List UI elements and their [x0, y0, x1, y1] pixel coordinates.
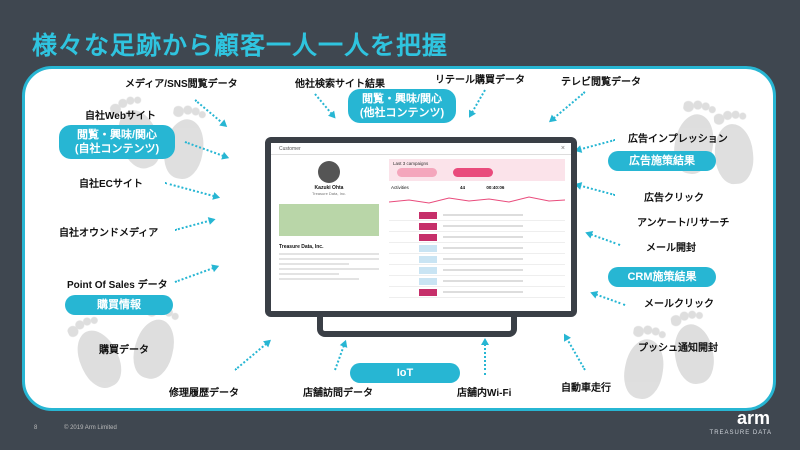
footprint-panel: メディア/SNS閲覧データ 他社検索サイト結果 リテール購買データ テレビ閲覧デ… [22, 66, 776, 411]
activity-row[interactable] [389, 232, 565, 243]
stat-value: 44 [460, 185, 466, 190]
profile-panel: Kazuki Ohta Treasure Data, Inc. Treasure… [279, 159, 379, 309]
arrow-icon [234, 340, 271, 371]
arrow-icon [174, 265, 218, 283]
label-push-open: プッシュ通知開封 [638, 343, 718, 354]
footprint-icon [670, 321, 718, 387]
label-mail-open: メール開封 [646, 243, 696, 254]
arrow-icon [549, 91, 586, 122]
arrow-icon [164, 182, 219, 199]
campaign-label: Last 3 campaigns [393, 161, 429, 166]
pill-other-content: 閲覧・興味/関心 (他社コンテンツ) [348, 89, 456, 123]
label-own-web: 自社Webサイト [85, 111, 156, 122]
arrow-icon [484, 340, 486, 375]
copyright: © 2019 Arm Limited [64, 425, 117, 431]
pill-iot: IoT [350, 363, 460, 383]
campaign-strip: Last 3 campaigns [389, 159, 565, 181]
activity-row[interactable] [389, 254, 565, 265]
label-media-sns: メディア/SNS閲覧データ [125, 79, 238, 90]
activity-row[interactable] [389, 210, 565, 221]
slide-title: 様々な足跡から顧客一人一人を把握 [32, 32, 449, 60]
arrow-icon [174, 218, 214, 231]
pill-purchase-info: 購買情報 [65, 295, 173, 315]
screen-titlebar: Customer × [271, 143, 571, 155]
label-store-visit: 店舗訪問データ [303, 388, 373, 399]
page-number: 8 [34, 425, 38, 431]
brand-logo: arm [736, 408, 770, 428]
arrow-icon [576, 183, 616, 196]
label-other-search: 他社検索サイト結果 [295, 79, 385, 90]
label-own-ec: 自社ECサイト [79, 179, 143, 190]
label-store-wifi: 店舗内Wi-Fi [457, 388, 512, 399]
screen-title: Customer [279, 146, 301, 152]
activity-row[interactable] [389, 243, 565, 254]
arrow-icon [314, 93, 336, 118]
label-car: 自動車走行 [561, 383, 611, 394]
avatar [318, 161, 340, 183]
map-thumbnail[interactable] [279, 204, 379, 236]
activities-label: Activities 44 00:40:06 [391, 185, 505, 190]
activity-row[interactable] [389, 221, 565, 232]
arrow-icon [564, 334, 586, 371]
arrow-icon [334, 341, 347, 371]
customer-screen: Customer × Kazuki Ohta Treasure Data, In… [271, 143, 571, 311]
pill-own-content: 閲覧・興味/関心 (自社コンテンツ) [59, 125, 175, 159]
brand-logo-sub: TREASURE DATA [709, 430, 772, 436]
label-retail: リテール購買データ [435, 75, 525, 86]
label-survey: アンケート/リサーチ [637, 218, 730, 229]
label-pos: Point Of Sales データ [67, 280, 168, 291]
footprint-icon [69, 323, 129, 395]
profile-name: Kazuki Ohta [314, 185, 344, 191]
activity-row[interactable] [389, 287, 565, 298]
label-purchase-data: 購買データ [99, 345, 149, 356]
activity-sparkline [388, 196, 566, 204]
arrow-icon [469, 89, 486, 117]
monitor: Customer × Kazuki Ohta Treasure Data, In… [265, 137, 577, 317]
activity-row[interactable] [389, 276, 565, 287]
label-mail-click: メールクリック [644, 299, 714, 310]
campaign-step[interactable] [453, 168, 493, 177]
company-name: Treasure Data, Inc. [279, 244, 324, 250]
monitor-stand [317, 317, 517, 337]
label-tv: テレビ閲覧データ [561, 77, 641, 88]
pill-crm-results: CRM施策結果 [608, 267, 716, 287]
pill-ad-results: 広告施策結果 [608, 151, 716, 171]
activity-row[interactable] [389, 265, 565, 276]
arrow-icon [591, 292, 626, 306]
profile-subtitle: Treasure Data, Inc. [311, 191, 347, 196]
arrow-icon [576, 139, 616, 152]
label-repair: 修理履歴データ [169, 388, 239, 399]
activity-panel: Last 3 campaigns Activities 44 00:40:06 [388, 159, 566, 309]
stat-value-time: 00:40:06 [486, 185, 505, 190]
company-details [279, 253, 379, 280]
close-icon[interactable]: × [560, 145, 565, 152]
arrow-icon [586, 232, 621, 246]
label-ad-click: 広告クリック [644, 193, 704, 204]
label-ad-impression: 広告インプレッション [628, 134, 728, 145]
campaign-step[interactable] [397, 168, 437, 177]
label-owned-media: 自社オウンドメディア [59, 228, 159, 239]
